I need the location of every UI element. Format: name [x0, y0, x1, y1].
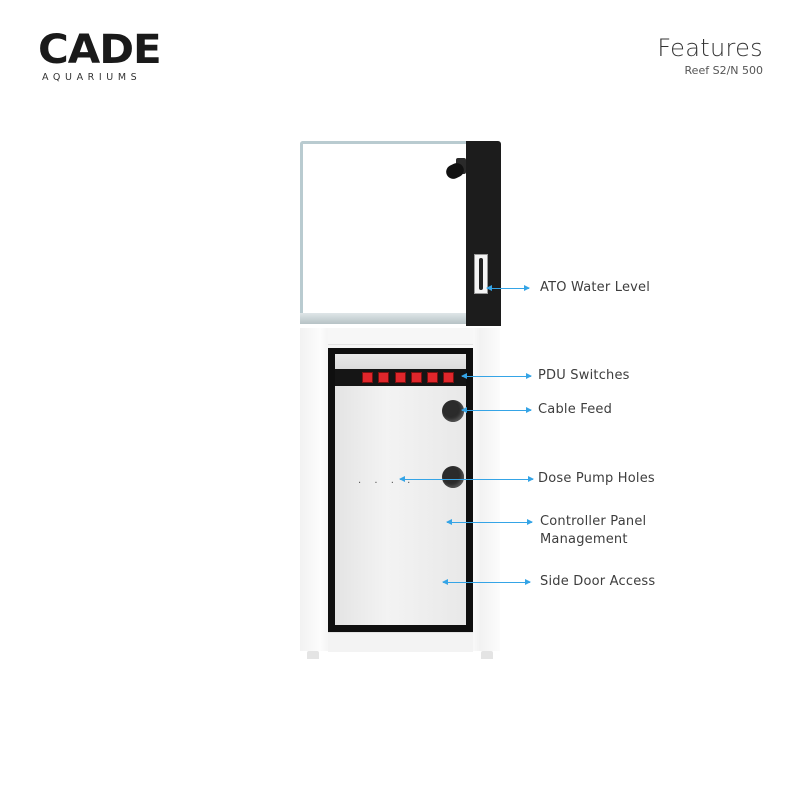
glass-tank	[300, 141, 466, 324]
logo-wordmark: CADE	[38, 27, 162, 73]
callout-side-door-access: Side Door Access	[540, 574, 656, 589]
pdu-switch-1	[362, 372, 373, 383]
cabinet-top-band	[328, 328, 473, 345]
rear-filtration-chamber	[466, 141, 501, 326]
pdu-switch-4	[411, 372, 422, 383]
callout-controller-panel: Controller Panel Management	[540, 513, 646, 549]
callout-pdu-switches: PDU Switches	[538, 368, 630, 383]
foot-right	[481, 651, 493, 659]
side-door-arrow	[442, 579, 531, 585]
pdu-switch-6	[443, 372, 454, 383]
tank-base-trim	[300, 313, 466, 324]
page-title: Features	[657, 34, 763, 62]
cable-feed-hole	[442, 400, 464, 422]
pdu-switch-2	[378, 372, 389, 383]
dose-pump-holes-dots: . . . .	[358, 475, 416, 486]
dose-pump-hole	[442, 466, 464, 488]
foot-left	[307, 651, 319, 659]
cabinet-base	[328, 632, 473, 652]
pdu-switch-5	[427, 372, 438, 383]
pdu-switch-3	[395, 372, 406, 383]
callout-dose-pump-holes: Dose Pump Holes	[538, 471, 655, 486]
controller-panel-arrow	[446, 519, 533, 525]
ato-level-slot	[479, 258, 483, 290]
callout-controller-panel-line2: Management	[540, 532, 628, 547]
callout-ato-water-level: ATO Water Level	[540, 280, 651, 295]
callout-controller-panel-line1: Controller Panel	[540, 514, 647, 529]
callout-cable-feed: Cable Feed	[538, 402, 613, 417]
pdu-arrow	[461, 373, 532, 379]
logo-subtext: AQUARIUMS	[42, 72, 142, 83]
dose-pump-arrow	[399, 476, 534, 482]
controller-panel	[335, 386, 466, 625]
cable-feed-arrow	[461, 407, 532, 413]
product-model: Reef S2/N 500	[684, 64, 763, 77]
ato-arrow	[486, 285, 530, 291]
door-inner-top	[335, 354, 466, 369]
